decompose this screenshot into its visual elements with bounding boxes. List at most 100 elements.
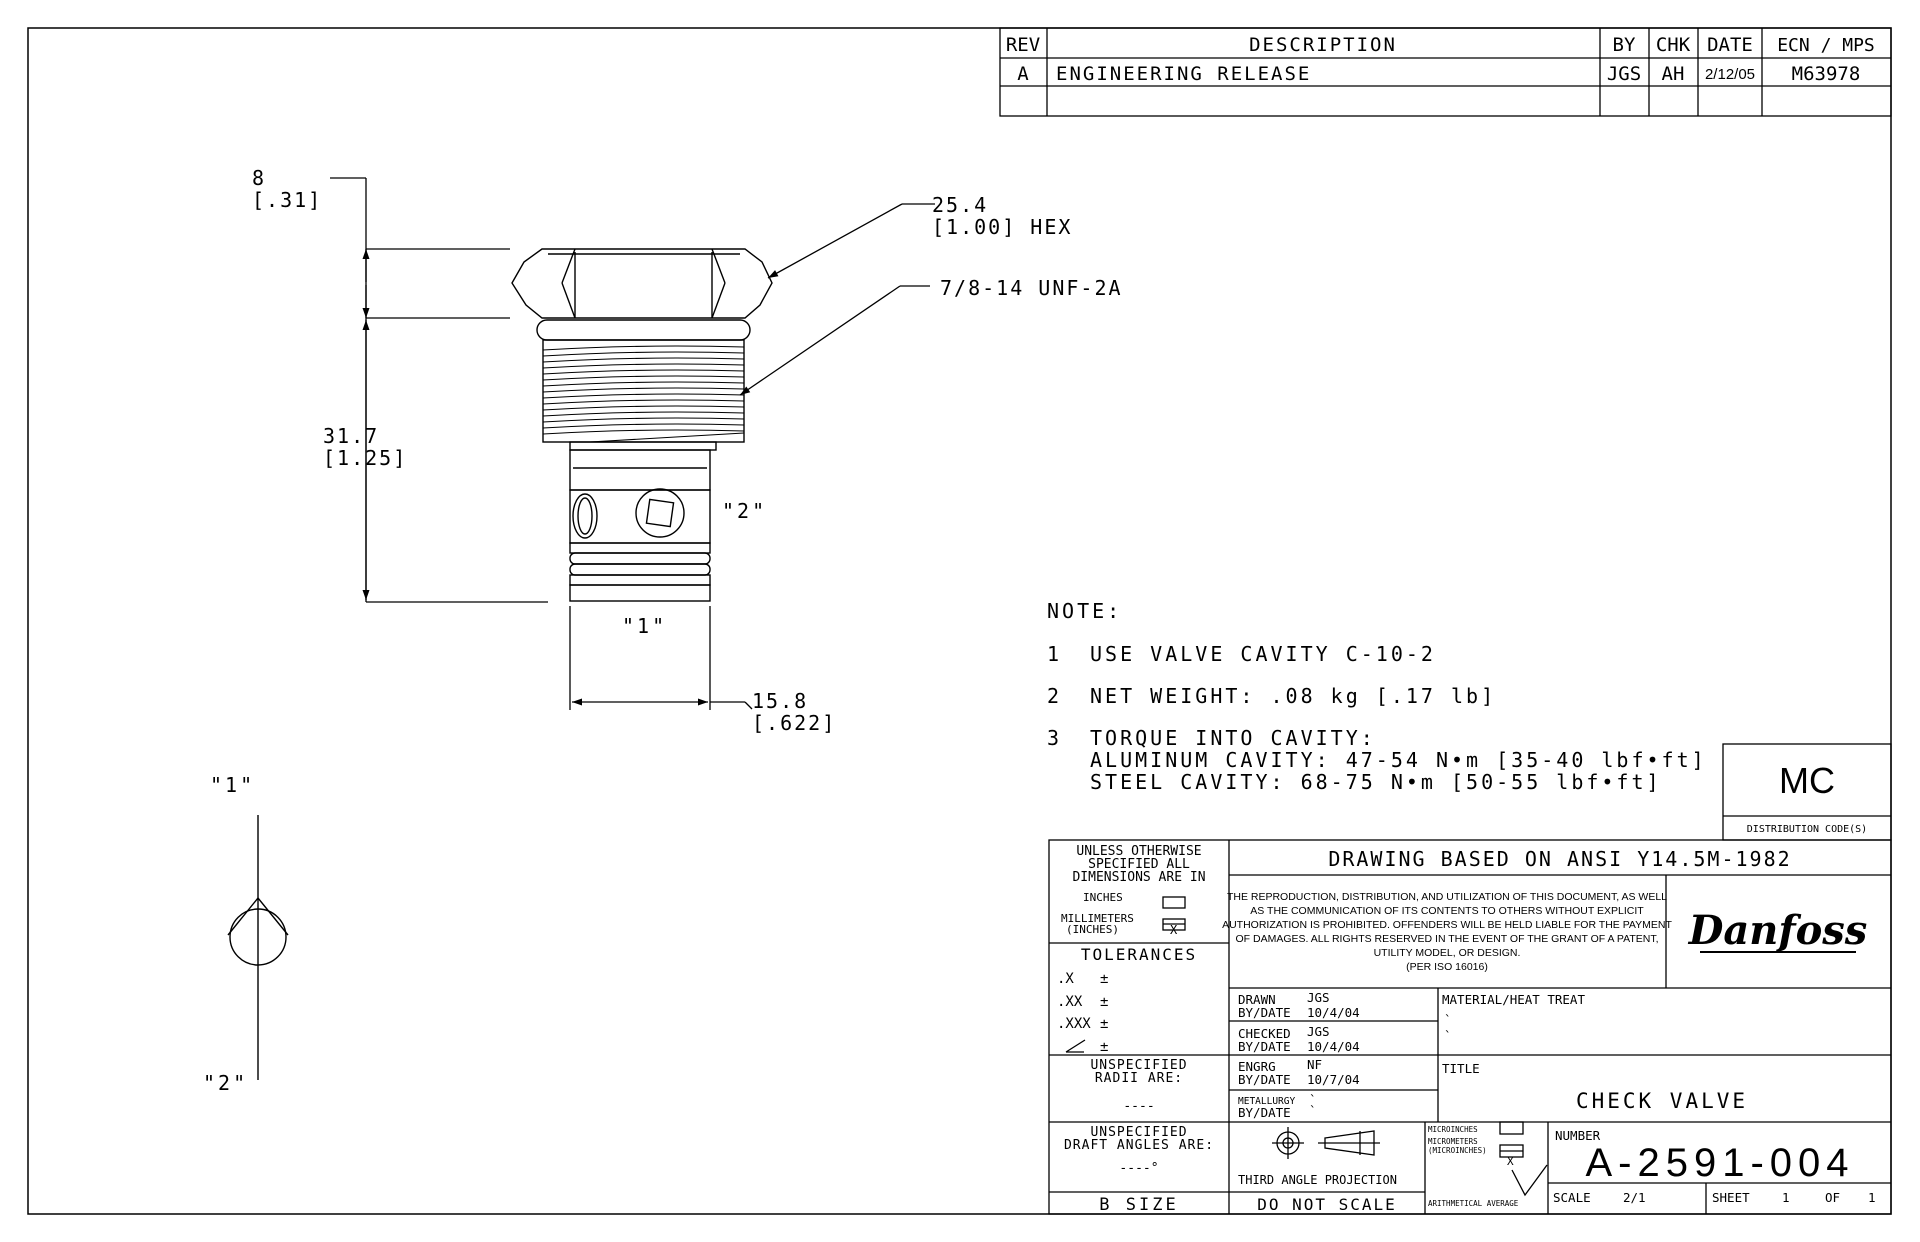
distribution-code-label: DISTRIBUTION CODE(S)	[1747, 824, 1867, 835]
legal-line-4: OF DAMAGES. ALL RIGHTS RESERVED IN THE E…	[1235, 933, 1658, 945]
units-line-2: SPECIFIED ALL	[1088, 857, 1190, 872]
drawing-title: CHECK VALVE	[1576, 1089, 1748, 1113]
drawn-label: DRAWN	[1238, 992, 1276, 1007]
sheet-label: SHEET	[1712, 1190, 1750, 1205]
draft-value: ----°	[1119, 1161, 1158, 1176]
by-header: BY	[1613, 34, 1636, 56]
note-1-text: USE VALVE CAVITY C-10-2	[1090, 642, 1436, 666]
projection-label: THIRD ANGLE PROJECTION	[1238, 1173, 1397, 1187]
metallurgy-label: METALLURGY	[1238, 1096, 1295, 1107]
units-line-1: UNLESS OTHERWISE	[1076, 844, 1201, 859]
radii-line-2: RADII ARE:	[1095, 1071, 1183, 1086]
note-2-number: 2	[1047, 684, 1062, 708]
description-cell: ENGINEERING RELEASE	[1056, 63, 1311, 85]
finish-microinches: MICROINCHES	[1428, 1125, 1478, 1134]
tol-xx-pm: ±	[1100, 994, 1108, 1010]
tolerances-label: TOLERANCES	[1081, 945, 1197, 964]
of-label: OF	[1825, 1190, 1840, 1205]
port-2-label: "2"	[722, 499, 767, 523]
length-mm: 31.7	[323, 424, 379, 448]
chk-header: CHK	[1656, 34, 1691, 56]
chk-cell: AH	[1662, 63, 1685, 85]
material-line-2: `	[1444, 1028, 1452, 1043]
engrg-bydate-label: BY/DATE	[1238, 1072, 1291, 1087]
rev-header: REV	[1006, 34, 1040, 56]
finish-micro-paren: (MICROINCHES)	[1428, 1146, 1487, 1155]
material-label: MATERIAL/HEAT TREAT	[1442, 992, 1585, 1007]
checked-bydate-label: BY/DATE	[1238, 1039, 1291, 1054]
note-3-line-2: ALUMINUM CAVITY: 47-54 N•m [35-40 lbf•ft…	[1090, 748, 1707, 772]
revision-table	[999, 27, 1892, 117]
length-in: [1.25]	[323, 446, 407, 470]
tol-x: .X	[1057, 971, 1074, 987]
title-block	[1048, 839, 1892, 1215]
thread-callout: 7/8-14 UNF-2A	[940, 276, 1123, 300]
engrg-date: 10/7/04	[1307, 1072, 1360, 1087]
engrg-label: ENGRG	[1238, 1059, 1276, 1074]
ecn-header: ECN / MPS	[1777, 35, 1875, 56]
number-label: NUMBER	[1555, 1128, 1601, 1143]
distribution-code: MC	[1779, 760, 1835, 801]
tol-x-pm: ±	[1100, 971, 1108, 987]
date-cell: 2/12/05	[1705, 66, 1755, 83]
valve-drawing	[511, 248, 773, 602]
legal-line-3: AUTHORIZATION IS PROHIBITED. OFFENDERS W…	[1222, 919, 1672, 931]
material-line-1: `	[1444, 1012, 1452, 1027]
units-mm-checked: X	[1170, 923, 1178, 937]
sheet-size: B SIZE	[1099, 1195, 1178, 1215]
scale-value: 2/1	[1623, 1190, 1646, 1205]
finish-micrometers: MICROMETERS	[1428, 1137, 1478, 1146]
drawn-bydate-label: BY/DATE	[1238, 1005, 1291, 1020]
metallurgy-date: `	[1309, 1103, 1317, 1118]
drawn-by: JGS	[1307, 990, 1330, 1005]
rev-cell: A	[1017, 63, 1029, 85]
legal-line-2: AS THE COMMUNICATION OF ITS CONTENTS TO …	[1250, 905, 1644, 917]
tol-xxx: .XXX	[1057, 1016, 1091, 1032]
engrg-by: NF	[1307, 1057, 1322, 1072]
finish-arith: ARITHMETICAL AVERAGE	[1428, 1199, 1519, 1208]
radii-line-1: UNSPECIFIED	[1090, 1058, 1187, 1073]
finish-checked: X	[1507, 1155, 1514, 1168]
legal-line-1: THE REPRODUCTION, DISTRIBUTION, AND UTIL…	[1227, 891, 1667, 903]
dimension-lines	[330, 177, 935, 710]
drawing-number: A-2591-004	[1585, 1141, 1854, 1185]
sheet-value: 1	[1782, 1190, 1790, 1205]
note-3-line-3: STEEL CAVITY: 68-75 N•m [50-55 lbf•ft]	[1090, 770, 1662, 794]
do-not-scale: DO NOT SCALE	[1257, 1195, 1397, 1214]
nose-dia-in: [.622]	[752, 711, 836, 735]
hex-size-in: [1.00] HEX	[932, 215, 1072, 239]
drawn-date: 10/4/04	[1307, 1005, 1360, 1020]
of-value: 1	[1868, 1190, 1876, 1205]
draft-line-1: UNSPECIFIED	[1090, 1125, 1187, 1140]
symbol-port-2: "2"	[203, 1071, 248, 1095]
metallurgy-by: `	[1309, 1092, 1317, 1107]
note-3-number: 3	[1047, 726, 1062, 750]
units-inches: INCHES	[1083, 891, 1123, 904]
legal-line-6: (PER ISO 16016)	[1406, 961, 1488, 973]
checked-label: CHECKED	[1238, 1026, 1291, 1041]
scale-label: SCALE	[1553, 1190, 1591, 1205]
note-3-line-1: TORQUE INTO CAVITY:	[1090, 726, 1376, 750]
sheet-border	[27, 27, 1892, 1215]
title-label: TITLE	[1442, 1061, 1480, 1076]
date-header: DATE	[1707, 34, 1753, 56]
nose-dia-mm: 15.8	[752, 689, 808, 713]
tol-xx: .XX	[1057, 994, 1083, 1010]
hex-height-mm: 8	[252, 166, 264, 190]
checked-by: JGS	[1307, 1024, 1330, 1039]
units-line-3: DIMENSIONS ARE IN	[1072, 870, 1205, 885]
description-header: DESCRIPTION	[1249, 34, 1397, 56]
note-2-text: NET WEIGHT: .08 kg [.17 lb]	[1090, 684, 1496, 708]
legal-line-5: UTILITY MODEL, OR DESIGN.	[1374, 947, 1521, 959]
hex-height-in: [.31]	[252, 188, 322, 212]
draft-line-2: DRAFT ANGLES ARE:	[1064, 1138, 1214, 1153]
units-mm-inches: (INCHES)	[1066, 923, 1119, 936]
ecn-cell: M63978	[1792, 63, 1861, 85]
tol-xxx-pm: ±	[1100, 1016, 1108, 1032]
metallurgy-bydate-label: BY/DATE	[1238, 1105, 1291, 1120]
check-valve-symbol	[227, 815, 289, 1080]
tol-angle-pm: ±	[1100, 1039, 1108, 1055]
danfoss-logo: Danfoss	[1688, 907, 1868, 954]
note-1-number: 1	[1047, 642, 1062, 666]
